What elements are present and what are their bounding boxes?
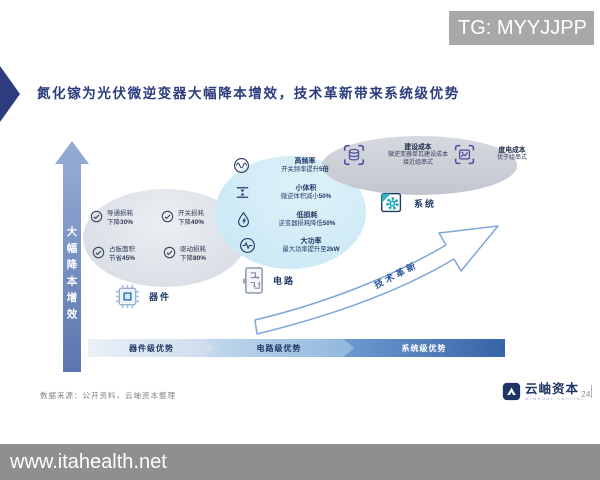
benefit-title: 低损耗 (296, 212, 318, 219)
system-level-label: 系统 (378, 189, 436, 217)
system-ellipse (322, 136, 517, 195)
data-source-note: 数据来源：公开资料，云岫资本整理 (40, 391, 176, 400)
benefit-desc: 微逆体积减小50% (280, 193, 332, 200)
company-logo: 云岫资本 WINSOUL CAPITAL (502, 381, 593, 401)
build-cost-scan-icon (343, 144, 365, 166)
axis-arrowhead-icon (55, 141, 89, 164)
axis-bar (63, 163, 81, 372)
url-watermark-bar: www.itahealth.net (0, 444, 600, 480)
benefit-value: 节省45% (109, 254, 136, 262)
stage-system-level: 系统级优势 (343, 339, 505, 357)
benefit-desc: 最大功率提升至2kW (282, 246, 340, 253)
system-benefit-item: 度电成本 优于组串式 (453, 143, 543, 166)
circuit-benefit-item: 小体积 微逆体积减小50% (234, 184, 356, 201)
benefit-title: 高频率 (294, 158, 316, 165)
circuit-level-label: 电路 (242, 266, 295, 295)
benefit-title: 占板面积 (109, 246, 135, 253)
frequency-icon (234, 158, 249, 173)
compress-volume-icon (236, 187, 249, 198)
check-icon (163, 246, 176, 259)
benefit-title: 驱动损耗 (180, 246, 206, 253)
circuit-benefit-item: 低损耗 逆变器损耗降低50% (235, 211, 357, 228)
benefit-title: 度电成本 (498, 147, 526, 154)
benefit-desc: 逆变器损耗降低50% (278, 220, 336, 227)
chip-icon (115, 284, 140, 309)
tech-innovation-label: 技术革新 (372, 259, 420, 291)
circuit-benefit-item: 大功率 最大功率提升至2kW (239, 237, 361, 254)
gear-icon (381, 192, 402, 213)
benefit-desc: 开关频率提升5倍 (281, 166, 329, 173)
benefit-desc: 优于组串式 (496, 155, 527, 161)
check-icon (161, 210, 174, 223)
device-benefit-item: 占板面积 节省45% (92, 246, 164, 263)
benefit-title: 导通损耗 (107, 210, 133, 217)
benefit-title: 大功率 (300, 238, 322, 245)
page-number: 24 (581, 389, 591, 399)
benefit-value: 下降30% (107, 218, 134, 226)
electricity-cost-scan-icon (454, 144, 475, 165)
low-loss-droplet-icon (238, 211, 249, 228)
benefit-title: 小体积 (295, 185, 317, 192)
level-label-text: 系统 (414, 198, 437, 209)
device-benefit-item: 导通损耗 下降30% (90, 210, 162, 227)
benefit-value: 下降80% (180, 254, 207, 262)
logo-mark-icon (502, 382, 521, 401)
title-chevron-icon (0, 66, 20, 122)
stage-circuit-level: 电路级优势 (204, 339, 354, 357)
tg-watermark-badge: TG: MYYJJPP (449, 11, 594, 45)
level-label-text: 器件 (149, 292, 172, 302)
stage-device-level: 器件级优势 (88, 339, 215, 357)
page-title: 氮化镓为光伏微逆变器大幅降本增效，技术革新带来系统级优势 (37, 86, 460, 101)
logo-divider (591, 385, 593, 398)
check-icon (90, 210, 103, 223)
logo-name-en: WINSOUL CAPITAL (525, 395, 586, 401)
system-benefit-item: 建设成本 微逆变器单瓦建设成本 接近组串式 (342, 143, 465, 167)
circuit-board-icon (242, 267, 263, 294)
benefit-desc: 微逆变器单瓦建设成本 接近组串式 (387, 152, 448, 166)
benefit-title: 开关损耗 (178, 210, 204, 217)
axis-label: 大幅降本增效 (65, 225, 78, 325)
device-benefit-item: 驱动损耗 下降80% (163, 246, 235, 263)
device-level-label: 器件 (114, 283, 171, 310)
device-benefit-item: 开关损耗 下降40% (161, 210, 233, 227)
level-label-text: 电路 (273, 276, 296, 286)
circuit-benefit-item: 高频率 开关频率提升5倍 (233, 157, 355, 174)
logo-name-cn: 云岫资本 (525, 381, 580, 396)
power-pulse-icon (240, 238, 255, 253)
benefit-title: 建设成本 (404, 144, 432, 151)
check-icon (92, 246, 105, 259)
benefit-value: 下降40% (178, 218, 205, 226)
